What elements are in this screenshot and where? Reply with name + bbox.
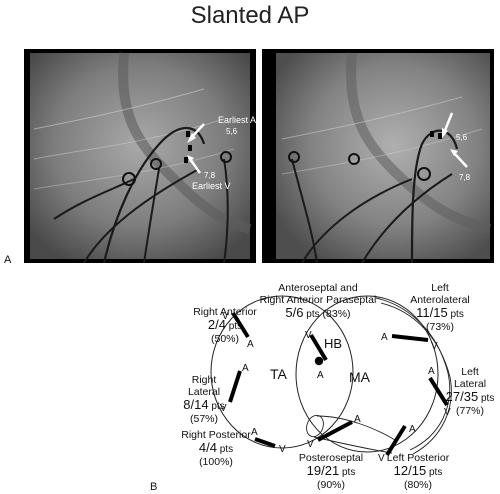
electrode-pair-5-6-label: 5,6 [226,127,238,136]
electrode-v-label: V [444,407,451,418]
electrode-posteroseptal: V A [307,414,361,450]
electrode-pair-7-8-label: 7,8 [204,171,216,180]
site-percentage: (100%) [199,456,233,468]
site-count-unit: pts [217,444,233,455]
coronary-sinus-ostium [306,414,396,454]
electrode-pair-7-8-label: 7,8 [459,173,471,182]
site-name: Right Anterior [193,306,257,318]
site-count-unit: pts [209,401,225,412]
site-name: Anteroseptal and [278,282,358,294]
site-count-value: 11/15 [416,305,448,320]
ta-label: TA [270,366,288,382]
site-name: Right Anterior Paraseptal [260,294,377,306]
site-count: 4/4 pts [199,440,233,455]
site-name: Lateral [188,386,220,398]
site-count-value: 27/35 [446,389,479,404]
site-count-value: 19/21 [307,463,340,478]
site-name: Lateral [454,378,486,390]
site-count: 12/15 pts [394,463,443,478]
electrode-right-anterior: V A [222,311,254,350]
electrode-a-label: A [428,366,435,377]
electrode-right-posterior: A V [251,427,286,455]
electrode-a-label: A [251,427,258,438]
electrode-a-label: A [247,339,254,350]
site-count-unit: pts [448,309,464,320]
electrode-a-label: A [354,414,361,425]
electrode-pair-5-6-label: 5,6 [456,133,468,142]
site-name: Right Posterior [181,429,251,441]
site-count-value: 12/15 [394,463,427,478]
fluoroscopy-right-drawing [276,52,492,263]
site-count-unit: pts [226,321,242,332]
electrode-v-label: V [220,403,227,414]
electrode-left-posterior: A V [378,424,416,464]
annulus-schematic: HB TA MA V A V A A V A V A V A V V A A V [181,282,494,491]
site-percentage: (57%) [190,413,218,425]
site-name: Left [461,366,479,378]
electrode-v-label: V [222,311,229,322]
fluoroscopy-left-drawing [30,52,252,263]
electrode-a-label: A [317,370,324,381]
electrode-anteroseptal: V A [305,330,328,381]
panel-b-label: B [150,481,158,493]
fluoroscopy-image-left: Earliest A 5,6 7,8 Earliest V [24,49,256,263]
electrode-v-label: V [307,439,314,450]
site-count-unit: pts [478,393,494,404]
site-count: 27/35 pts [446,389,495,404]
site-count-value: 5/6 [285,305,303,320]
mitral-annulus [295,295,439,453]
site-count: 5/6 pts (83%) [285,305,350,320]
earliest-a-label: Earliest A [218,115,256,125]
site-count-unit: pts [339,467,355,478]
site-count: 11/15 pts [416,305,464,320]
tricuspid-annulus [210,295,354,449]
electrode-v-label: V [431,341,438,352]
site-percentage: (80%) [404,479,432,491]
electrode-a-label: A [242,363,249,374]
site-count-value: 8/14 [183,397,208,412]
electrode-v-label: V [279,444,286,455]
site-percentage: (90%) [317,479,345,491]
site-count: 2/4 pts [208,317,242,332]
site-count: 19/21 pts [307,463,356,478]
fluoroscopy-image-right: 5,6 7,8 [262,49,494,263]
electrode-left-anterolateral: A V [381,332,438,352]
electrode-a-label: A [381,332,388,343]
site-percentage: (77%) [456,405,484,417]
site-name: Posteroseptal [299,452,363,464]
his-bundle-marker [314,356,324,366]
site-count-value: 2/4 [208,317,226,332]
site-count-value: 4/4 [199,440,217,455]
site-name: Left [431,282,449,294]
site-count-unit: pts [304,309,320,320]
site-count: 8/14 pts [183,397,224,412]
electrode-a-label: A [409,424,416,435]
panel-a-label: A [4,254,12,266]
hb-label: HB [324,336,342,351]
site-count-unit: pts [426,467,442,478]
site-name: Right [192,374,217,386]
electrode-v-label: V [305,330,312,341]
site-name: Left Posterior [387,452,450,464]
electrode-v-label: V [378,453,385,464]
ma-label: MA [349,369,371,385]
electrode-right-lateral: A V [220,363,249,414]
electrode-left-lateral: A V [428,366,451,418]
site-percentage: (73%) [426,321,454,333]
earliest-v-label: Earliest V [192,181,231,191]
coronary-sinus-outline [375,297,451,451]
figure-title: Slanted AP [190,2,310,29]
site-percentage: (50%) [211,333,239,345]
site-percentage-inline: (83%) [320,308,351,320]
site-name: Anterolateral [410,294,470,306]
